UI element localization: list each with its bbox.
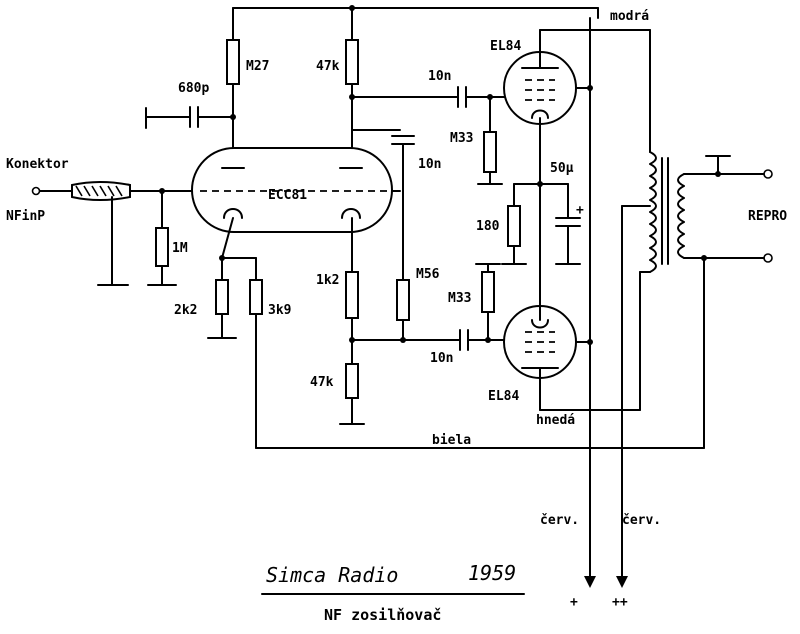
subtitle-text: NF zosilňovač	[324, 606, 441, 624]
year-text: 1959	[468, 561, 516, 585]
cathode-right	[339, 217, 461, 425]
screen-supply	[575, 17, 596, 588]
c-10n-mid-label: 10n	[418, 157, 441, 172]
r-m27-label: M27	[246, 59, 269, 74]
supply-plusplus-label: ++	[612, 595, 628, 610]
r-m33-bottom-label: M33	[448, 291, 471, 306]
speaker-label: REPRO	[748, 209, 787, 224]
r-m56-label: M56	[416, 267, 440, 282]
wire-brown-label: hnedá	[536, 413, 575, 428]
c-10n-bottom-label: 10n	[430, 351, 453, 366]
tube-ecc81-label: ECC81	[268, 188, 307, 203]
title-text: Simca Radio	[266, 563, 398, 587]
c-10n-top-label: 10n	[428, 69, 451, 84]
connector-label: Konektor	[6, 157, 69, 172]
c-50u-label: 50μ	[550, 161, 574, 176]
resistor-1m	[147, 190, 177, 286]
nf-input-label: NFinP	[6, 209, 45, 224]
capacitor-10n-top	[351, 86, 511, 108]
hv-rail	[232, 5, 599, 41]
c-680p-label: 680p	[178, 81, 209, 96]
polarity-plus-label: +	[576, 203, 584, 218]
wire-red-2-label: červ.	[622, 513, 661, 528]
resistor-m33-top	[477, 96, 503, 185]
resistor-m33-bottom	[475, 263, 501, 341]
wire-blue-label: modrá	[610, 9, 649, 24]
supply-plus-label: +	[570, 595, 578, 610]
r-180-label: 180	[476, 219, 500, 234]
r-47k-bottom-label: 47k	[310, 375, 334, 390]
wire-red-1-label: červ.	[540, 513, 579, 528]
tube-el84-bottom	[503, 305, 641, 411]
tube-el84-bottom-label: EL84	[488, 389, 519, 404]
output-transformer	[616, 29, 773, 588]
r-2k2-label: 2k2	[174, 303, 197, 318]
capacitor-680p	[145, 106, 234, 129]
input-connector	[31, 181, 141, 286]
r-47k-top-label: 47k	[316, 59, 340, 74]
r-1k2-label: 1k2	[316, 273, 339, 288]
r-1m-label: 1M	[172, 241, 188, 256]
r-m33-top-label: M33	[450, 131, 473, 146]
output-cathode-network	[501, 117, 581, 321]
cathode-left	[207, 217, 263, 449]
wire-white-label: biela	[432, 433, 471, 448]
tube-el84-top	[503, 29, 651, 125]
r-3k9-label: 3k9	[268, 303, 291, 318]
capacitor-10n-mid	[351, 129, 415, 281]
tube-el84-top-label: EL84	[490, 39, 521, 54]
